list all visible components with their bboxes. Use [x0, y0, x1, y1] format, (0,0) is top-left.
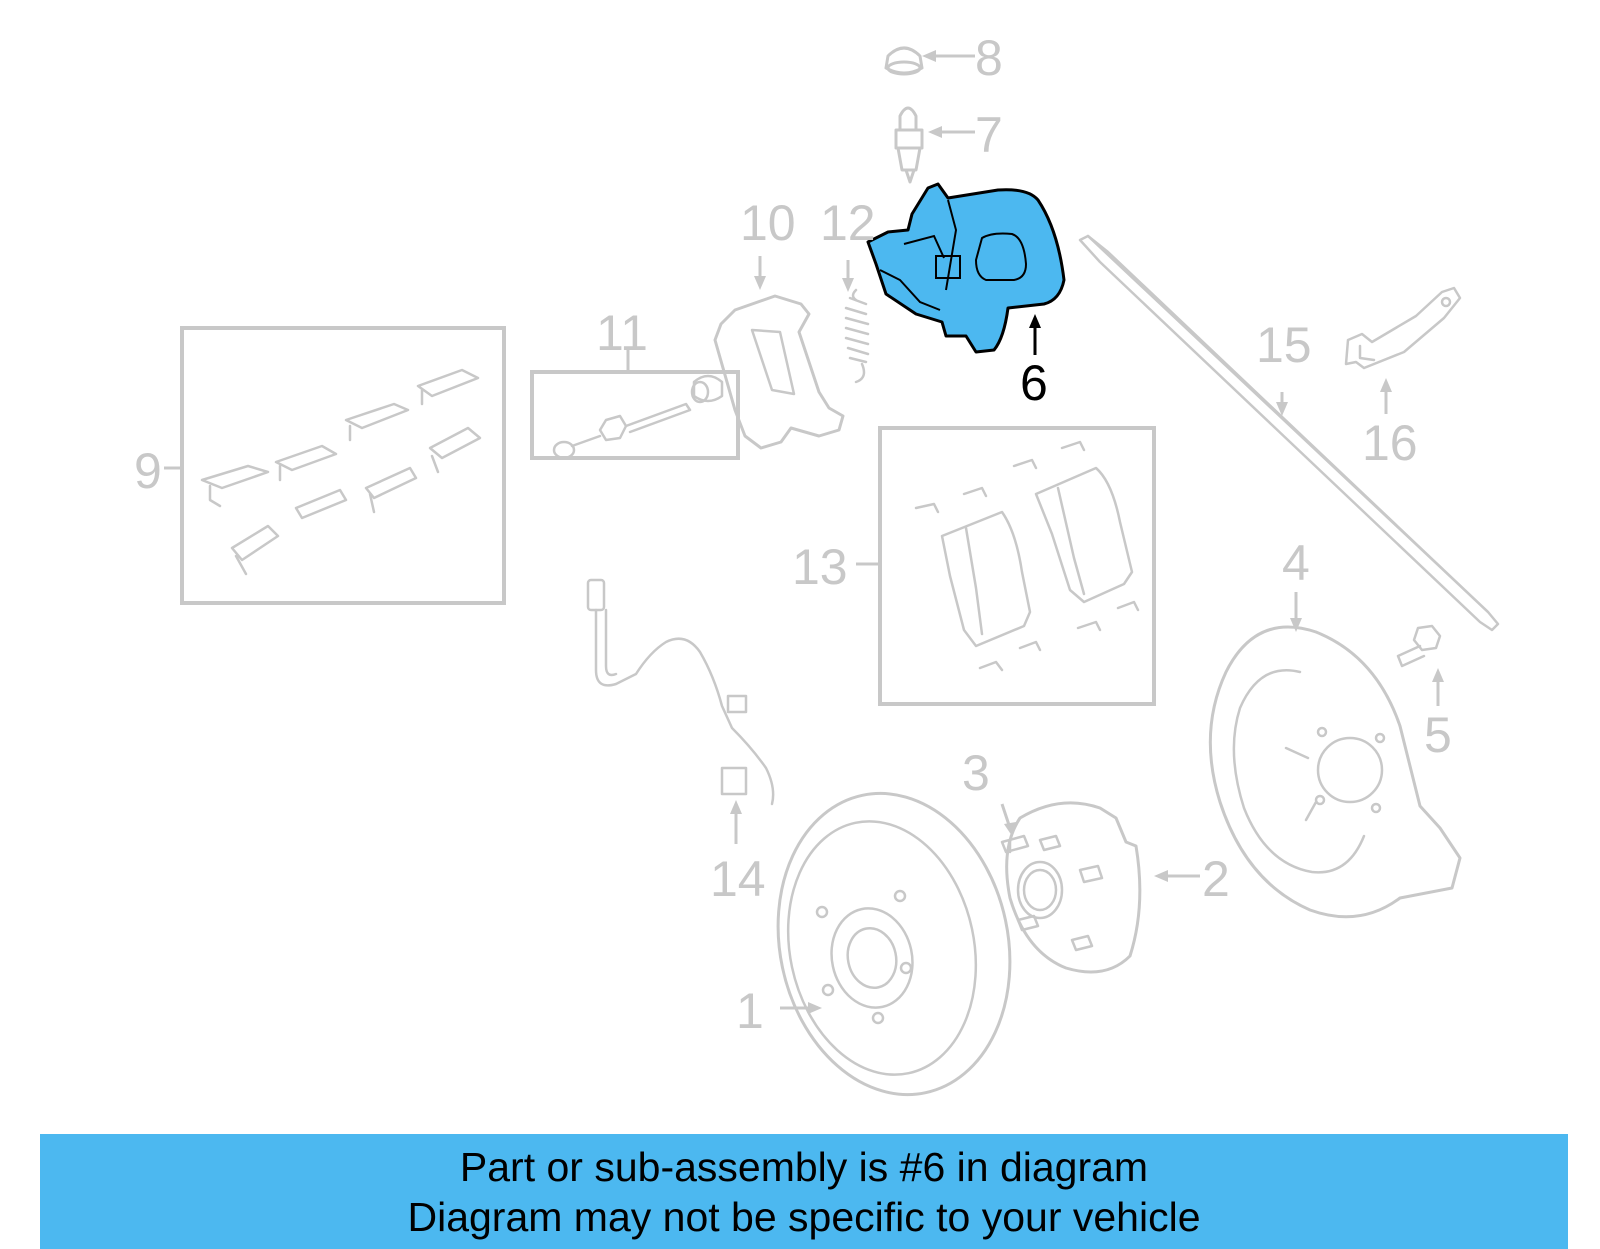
callout-8: 8 [975, 30, 1003, 86]
arrow-12-head [842, 278, 854, 292]
part-12-spring[interactable] [844, 288, 870, 384]
part-5-bolt[interactable] [1396, 624, 1442, 668]
arrow-8-head [922, 50, 936, 62]
arrow-15-head [1276, 402, 1288, 416]
banner-line-part: Part or sub-assembly is #6 in diagram [459, 1143, 1149, 1190]
callout-10: 10 [740, 195, 796, 251]
part-11-kit-box[interactable] [530, 370, 740, 460]
part-13-kit-box[interactable] [878, 426, 1156, 706]
part-8-cap[interactable] [884, 46, 924, 76]
callout-4: 4 [1282, 535, 1310, 591]
callout-5: 5 [1424, 707, 1452, 763]
part-1-brake-rotor[interactable] [751, 772, 1037, 1117]
callout-9: 9 [134, 443, 162, 499]
part-3-wheel-stud[interactable] [1000, 834, 1030, 854]
callout-2: 2 [1202, 851, 1230, 907]
part-6-brake-caliper[interactable] [866, 182, 1066, 354]
arrow-4-head [1290, 618, 1302, 632]
callout-15: 15 [1256, 317, 1312, 373]
part-16-cable-bracket[interactable] [1344, 286, 1462, 370]
info-banner: Part or sub-assembly is #6 in diagram Di… [40, 1134, 1568, 1249]
part-2-wheel-hub[interactable] [1005, 801, 1142, 974]
part-7-bleeder-screw[interactable] [894, 106, 924, 184]
banner-line-disclaimer: Diagram may not be specific to your vehi… [407, 1193, 1201, 1240]
callout-14: 14 [710, 851, 766, 907]
callout-12: 12 [820, 195, 876, 251]
arrow-2-head [1154, 870, 1168, 882]
callout-7: 7 [975, 107, 1003, 163]
part-11-slide-pins [552, 374, 724, 460]
part-9-kit-box[interactable] [180, 326, 506, 605]
part-15-parking-brake-cable[interactable] [1078, 234, 1500, 632]
callout-16: 16 [1362, 415, 1418, 471]
arrow-3-head [1004, 822, 1016, 836]
arrow-10-head [754, 276, 766, 290]
arrow-14-head [730, 800, 742, 814]
callout-11: 11 [596, 305, 648, 361]
callout-3: 3 [962, 745, 990, 801]
part-14-abs-sensor[interactable] [586, 578, 775, 806]
part-10-caliper-bracket[interactable] [713, 294, 845, 450]
callout-1: 1 [736, 983, 764, 1039]
callout-13: 13 [792, 539, 848, 595]
arrow-1-head [808, 1002, 822, 1014]
arrow-7-head [928, 126, 942, 138]
arrow-5-head [1432, 668, 1444, 682]
arrow-16-head [1380, 378, 1392, 392]
part-13-brake-pads [914, 440, 1140, 672]
callout-6: 6 [1020, 355, 1048, 411]
part-9-pad-clips [200, 368, 482, 576]
arrow-6-head [1029, 314, 1041, 328]
part-4-dust-shield[interactable] [1208, 625, 1462, 919]
